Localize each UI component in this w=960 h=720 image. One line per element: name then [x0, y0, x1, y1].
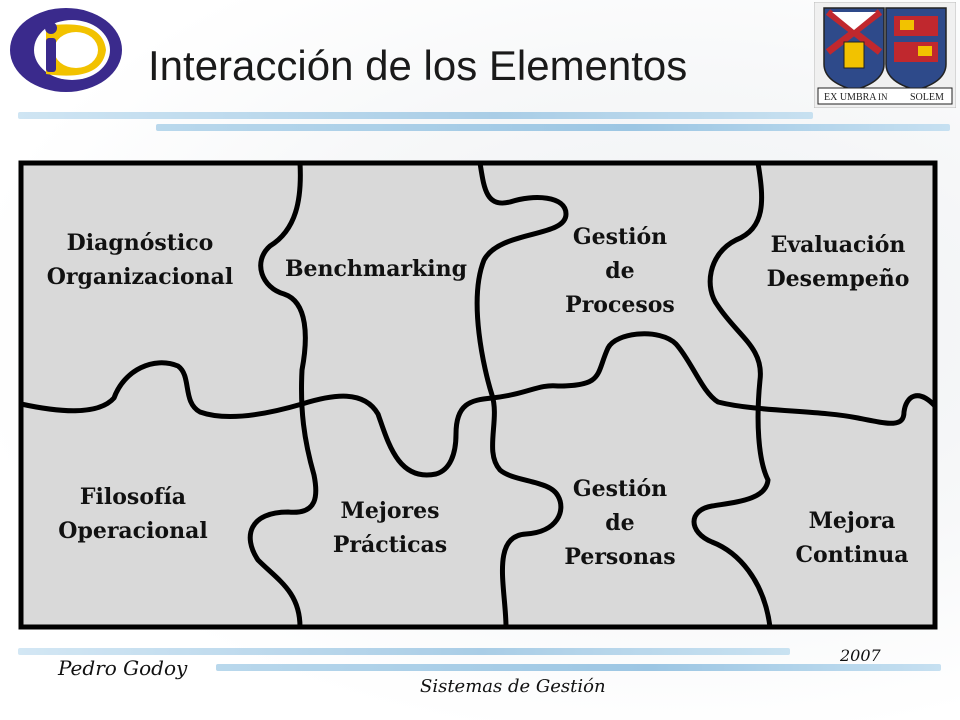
- crest-motto-mid: IN: [878, 92, 888, 102]
- footer-year: 2007: [840, 646, 881, 665]
- puzzle-edge-v2: [474, 160, 569, 630]
- piece-label-mejores-practicas: Mejores Prácticas: [332, 498, 448, 558]
- top-divider-2: [156, 124, 950, 131]
- puzzle-edge-h1: [18, 360, 305, 420]
- piece-label-diagnostico: Diagnóstico Organizacional: [46, 230, 234, 290]
- piece-label-mejora-continua: Mejora Continua: [795, 508, 909, 568]
- footer-course: Sistemas de Gestión: [420, 676, 606, 697]
- puzzle-diagram: [18, 160, 938, 630]
- piece-label-filosofia: Filosofía Operacional: [58, 484, 208, 544]
- university-crest-icon: EX UMBRA IN SOLEM: [814, 2, 956, 108]
- piece-label-gestion-procesos: Gestión de Procesos: [565, 224, 675, 318]
- puzzle-frame: [18, 160, 938, 630]
- footer-author: Pedro Godoy: [58, 656, 188, 680]
- puzzle-edge-h3: [489, 331, 938, 426]
- puzzle-edge-h2: [299, 393, 495, 478]
- page-title: Interacción de los Elementos: [148, 42, 688, 89]
- piece-label-benchmarking: Benchmarking: [284, 256, 468, 282]
- crest-motto-right: SOLEM: [910, 92, 944, 103]
- piece-label-gestion-personas: Gestión de Personas: [564, 476, 676, 570]
- bottom-divider-2: [216, 664, 941, 671]
- logo-icon: [10, 8, 122, 92]
- puzzle-edge-v1: [247, 160, 319, 630]
- puzzle-edge-v3: [691, 160, 773, 630]
- piece-label-evaluacion: Evaluación Desempeño: [766, 232, 910, 292]
- crest-motto-left: EX UMBRA: [824, 92, 877, 103]
- top-divider-1: [18, 112, 813, 119]
- bottom-divider-1: [18, 648, 790, 655]
